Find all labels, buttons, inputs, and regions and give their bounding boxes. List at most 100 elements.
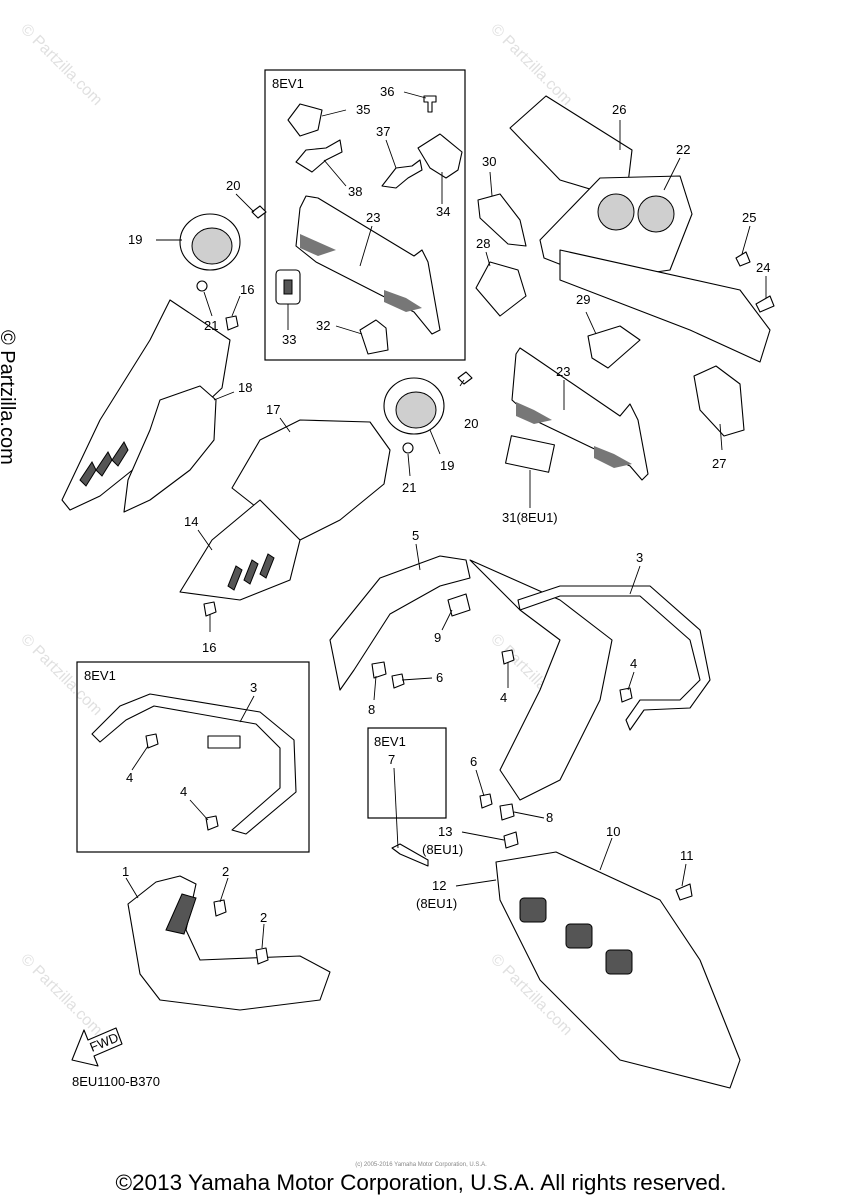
watermark-text: © Partzilla.com	[487, 21, 575, 109]
callout-9: 9	[434, 630, 441, 645]
leader-line	[441, 609, 453, 631]
callout-8: 8	[368, 702, 375, 717]
part-4-bolt	[205, 815, 219, 831]
part-21-nut	[402, 442, 414, 454]
variant-label: 8EV1	[84, 668, 116, 683]
side-watermark: © Partzilla.com	[0, 330, 18, 465]
part-3-bar	[517, 585, 711, 731]
part-29-bracket	[587, 325, 641, 369]
callout-29: 29	[576, 292, 590, 307]
callout-13: 13	[438, 824, 452, 839]
part-20-screw	[251, 205, 267, 219]
bezel-inner	[395, 391, 437, 429]
part-34-bracket	[417, 133, 463, 179]
callout-16: 16	[240, 282, 254, 297]
callout-31: 31(8EU1)	[502, 510, 558, 525]
part-21-nut	[196, 280, 208, 292]
leader-line	[131, 745, 149, 771]
cover-vent	[243, 559, 259, 585]
part-6-bolt	[479, 793, 493, 809]
leader-line	[401, 677, 433, 681]
part-6-bolt	[391, 673, 405, 689]
variant-box-top	[264, 69, 466, 361]
variant-label: 8EV1	[272, 76, 304, 91]
leader-line	[359, 225, 373, 267]
diagram-code: 8EU1100-B370	[72, 1074, 160, 1089]
callout-22: 22	[676, 142, 690, 157]
callout-1: 1	[122, 864, 129, 879]
leader-line	[189, 799, 209, 821]
callout-23: 23	[366, 210, 380, 225]
part-35-bracket	[287, 103, 323, 137]
part-4-bolt	[619, 687, 633, 703]
part-27-bracket	[693, 365, 745, 437]
callout-14: 14	[184, 514, 198, 529]
part-38-bracket	[295, 139, 343, 173]
part-20-screw	[457, 371, 473, 385]
skid-window	[519, 897, 547, 923]
meter-opening	[597, 193, 635, 231]
leader-line	[513, 811, 545, 819]
part-24-clip	[755, 295, 775, 313]
part-7-bolt	[391, 843, 429, 867]
callout-2: 2	[222, 864, 229, 879]
bar-mount	[207, 735, 241, 749]
bezel-inner	[191, 227, 233, 265]
grommet-hole	[283, 279, 293, 295]
callout-23: 23	[556, 364, 570, 379]
callout-2: 2	[260, 910, 267, 925]
part-26-cover	[509, 95, 633, 201]
skid-window	[605, 949, 633, 975]
callout-24: 24	[756, 260, 770, 275]
panel-mesh	[384, 290, 422, 312]
leader-line	[231, 295, 241, 317]
leader-line	[393, 767, 399, 849]
leader-line	[627, 671, 635, 691]
callout-25: 25	[742, 210, 756, 225]
leader-line	[197, 529, 213, 551]
variant-label: 8EV1	[374, 734, 406, 749]
part-16-screw	[203, 601, 217, 617]
callout-33: 33	[282, 332, 296, 347]
callout-16: 16	[202, 640, 216, 655]
callout-20: 20	[226, 178, 240, 193]
callout-17: 17	[266, 402, 280, 417]
callout-11: 11	[680, 848, 694, 863]
variant-box-bottom-left	[76, 661, 310, 853]
part-2-bolt	[213, 899, 227, 917]
leader-line	[321, 109, 347, 117]
part-5-bracket	[329, 555, 471, 691]
leader-line	[719, 423, 723, 451]
leader-lines	[125, 91, 767, 949]
watermark-text: © Partzilla.com	[17, 951, 105, 1039]
part-3-bar	[91, 693, 297, 835]
leader-line	[323, 159, 347, 187]
callout-27: 27	[712, 456, 726, 471]
callout-6: 6	[436, 670, 443, 685]
part-11-clip	[675, 883, 693, 901]
callout-34: 34	[436, 204, 450, 219]
callout-28: 28	[476, 236, 490, 251]
callout-4: 4	[126, 770, 133, 785]
part-32-clip	[359, 319, 389, 355]
leader-line	[663, 157, 681, 191]
callout-12: 12	[432, 878, 446, 893]
fwd-arrow-shape	[71, 1027, 123, 1067]
part-8-nut	[499, 803, 515, 821]
leader-line	[585, 311, 597, 335]
skid-window	[565, 923, 593, 949]
part-2-bolt	[255, 947, 269, 965]
part-1-bumper	[127, 875, 331, 1011]
part-37-bracket	[381, 159, 423, 189]
part-25-screw	[735, 251, 751, 267]
callout-numbers: 35 36 37 38 34 23 33 32 20 19 21 16 18 1…	[122, 84, 770, 925]
part-36-screw	[423, 95, 437, 113]
callout-13-variant: (8EU1)	[422, 842, 463, 857]
part-16-screw	[225, 315, 239, 331]
part-31-plate	[505, 435, 555, 473]
leader-line	[239, 695, 255, 723]
leader-line	[407, 453, 411, 477]
leader-line	[629, 565, 641, 595]
fine-print: (c) 2005-2016 Yamaha Motor Corporation, …	[355, 1162, 487, 1168]
